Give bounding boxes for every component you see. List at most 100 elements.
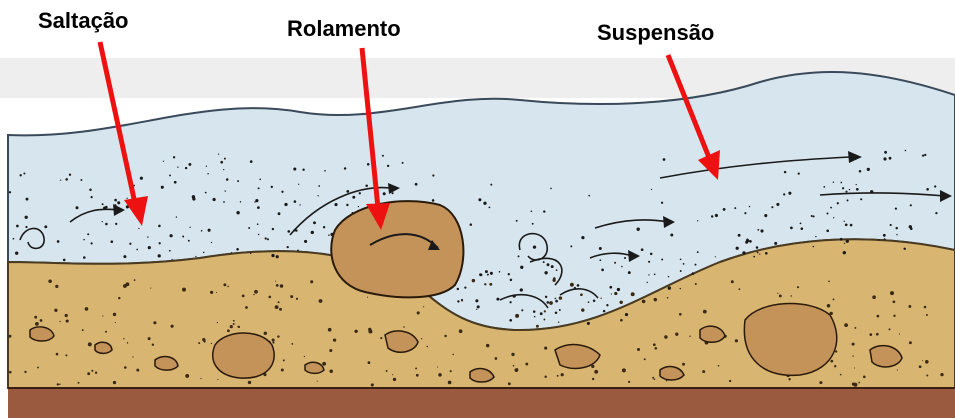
- grain: [317, 381, 318, 382]
- particle: [293, 167, 296, 170]
- grain: [421, 338, 422, 339]
- grain: [415, 367, 417, 369]
- grain: [283, 359, 285, 361]
- particle: [558, 321, 559, 322]
- particle: [516, 220, 518, 222]
- grain: [702, 370, 705, 373]
- grain: [66, 319, 69, 322]
- particle: [577, 284, 580, 287]
- particle: [764, 214, 767, 217]
- particle: [867, 168, 870, 171]
- grain: [65, 354, 67, 356]
- grain: [278, 301, 280, 303]
- grain: [254, 290, 258, 294]
- particle: [547, 263, 550, 266]
- particle: [736, 247, 739, 250]
- grain: [655, 347, 658, 350]
- grain: [833, 298, 835, 300]
- particle: [297, 250, 299, 252]
- grain: [216, 292, 217, 293]
- particle: [833, 181, 834, 182]
- particle: [44, 225, 47, 228]
- particle: [211, 242, 212, 243]
- grain: [423, 306, 424, 307]
- particle: [550, 188, 552, 190]
- particle: [510, 279, 513, 282]
- particle: [711, 215, 713, 217]
- grain: [280, 284, 284, 288]
- particle: [840, 182, 842, 184]
- particle: [621, 266, 623, 268]
- grain: [87, 372, 90, 375]
- particle: [254, 201, 255, 202]
- particle: [402, 162, 404, 164]
- particle: [114, 199, 117, 202]
- particle: [744, 212, 746, 214]
- particle: [520, 288, 523, 291]
- grain: [55, 285, 58, 288]
- particle: [813, 215, 815, 217]
- grain: [729, 380, 731, 382]
- particle: [170, 234, 173, 237]
- particle: [281, 191, 283, 193]
- particle: [464, 286, 466, 288]
- grain: [380, 337, 382, 339]
- grain: [113, 313, 116, 316]
- grain: [890, 291, 894, 295]
- particle: [102, 203, 104, 205]
- grain: [644, 358, 646, 360]
- particle: [188, 163, 191, 166]
- grain: [654, 378, 656, 380]
- grain: [386, 370, 388, 372]
- grain: [200, 378, 201, 379]
- grain: [227, 329, 230, 332]
- grain: [281, 369, 284, 372]
- grain: [869, 333, 872, 336]
- particle: [432, 174, 434, 176]
- grain: [368, 328, 371, 331]
- grain: [113, 381, 116, 384]
- particle: [697, 220, 698, 221]
- particle: [313, 221, 316, 224]
- grain: [279, 308, 282, 311]
- grain: [552, 279, 555, 282]
- grain: [637, 348, 640, 351]
- rolling-label: Rolamento: [287, 16, 401, 42]
- particle: [546, 301, 549, 304]
- particle: [555, 298, 557, 300]
- grain: [830, 360, 833, 363]
- grain: [940, 373, 943, 376]
- particle: [63, 259, 66, 262]
- particle: [248, 227, 250, 229]
- grain: [495, 357, 498, 360]
- grain: [367, 297, 368, 298]
- grain: [417, 311, 420, 314]
- grain: [840, 374, 842, 376]
- particle: [267, 238, 269, 240]
- particle: [746, 238, 748, 240]
- particle: [174, 181, 177, 184]
- particle: [680, 270, 682, 272]
- particle: [680, 258, 682, 260]
- particle: [661, 259, 663, 261]
- particle: [922, 154, 924, 156]
- grain: [291, 343, 293, 345]
- particle: [231, 252, 232, 253]
- particle: [668, 286, 671, 289]
- grain: [319, 299, 323, 303]
- particle: [287, 246, 289, 248]
- grain: [739, 288, 741, 290]
- grain: [368, 361, 371, 364]
- particle: [83, 256, 86, 259]
- particle: [593, 300, 596, 303]
- particle: [534, 316, 536, 318]
- particle: [783, 193, 785, 195]
- particle: [159, 242, 161, 244]
- particle: [318, 185, 320, 187]
- grain: [304, 356, 305, 357]
- particle: [147, 236, 148, 237]
- particle: [126, 198, 127, 199]
- grain: [622, 368, 626, 372]
- grain: [233, 323, 235, 325]
- grain: [217, 379, 218, 380]
